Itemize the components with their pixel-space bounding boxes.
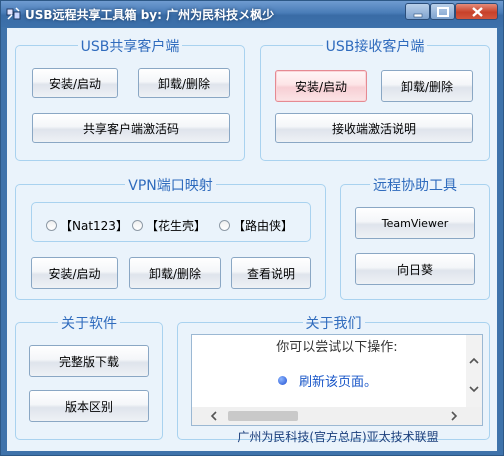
radio-icon (219, 220, 230, 231)
chevron-up-icon[interactable] (466, 353, 482, 369)
vpn-options-box (31, 202, 311, 242)
remote-group: 远程协助工具 TeamViewer 向日葵 (340, 178, 490, 300)
refresh-link-label: 刷新该页面。 (299, 375, 378, 390)
usb-share-title: USB共享客户端 (77, 39, 183, 55)
app-icon (6, 7, 21, 20)
horizontal-scrollbar[interactable] (192, 407, 466, 425)
about-group: 关于我们 (177, 316, 490, 440)
close-icon (472, 7, 483, 17)
vpn-help-button[interactable]: 查看说明 (231, 257, 311, 289)
window-title: USB远程共享工具箱 by: 广州为民科技メ枫少 (25, 8, 275, 22)
usb-share-group: USB共享客户端 安装/启动 卸载/删除 共享客户端激活码 (15, 39, 245, 161)
bullet-icon (278, 376, 287, 385)
client-area: USB共享客户端 安装/启动 卸载/删除 共享客户端激活码 USB接收客户端 安… (7, 28, 497, 451)
usb-receive-group: USB接收客户端 安装/启动 卸载/删除 接收端激活说明 (260, 39, 490, 161)
maximize-button[interactable] (430, 3, 455, 20)
vpn-group: VPN端口映射 【Nat123】 【花生壳】 【路由侠】 安装/启动 卸载/删除… (15, 178, 326, 300)
chevron-right-icon[interactable] (446, 407, 462, 425)
about-web-view[interactable]: 你可以尝试以下操作: 刷新该页面。 (191, 334, 483, 426)
footer-text: 广州为民科技(官方总店)亚太技术联盟 (237, 430, 439, 444)
sunflower-button[interactable]: 向日葵 (355, 253, 475, 285)
about-footer: 广州为民科技(官方总店)亚太技术联盟 (7, 428, 497, 445)
about-title: 关于我们 (302, 316, 365, 332)
close-button[interactable] (455, 3, 498, 20)
minimize-icon (413, 13, 423, 18)
vertical-scrollbar[interactable] (466, 335, 482, 407)
browser-hint-text: 你可以尝试以下操作: (276, 340, 398, 355)
vpn-option-label: 【路由侠】 (233, 219, 294, 233)
software-group: 关于软件 完整版下载 版本区别 (15, 316, 163, 440)
refresh-link[interactable]: 刷新该页面。 (278, 371, 377, 390)
usb-receive-install-button[interactable]: 安装/启动 (275, 70, 367, 102)
full-download-button[interactable]: 完整版下载 (29, 345, 149, 377)
title-bar[interactable]: USB远程共享工具箱 by: 广州为民科技メ枫少 (1, 1, 503, 27)
minimize-button[interactable] (405, 3, 430, 20)
usb-receive-title: USB接收客户端 (322, 39, 428, 55)
maximize-icon (437, 7, 449, 17)
vpn-option-luyouxia[interactable]: 【路由侠】 (219, 217, 293, 234)
radio-icon (46, 220, 57, 231)
software-title: 关于软件 (58, 316, 120, 332)
version-diff-button[interactable]: 版本区别 (29, 390, 149, 422)
vpn-title: VPN端口映射 (125, 178, 216, 194)
usb-receive-uninstall-button[interactable]: 卸载/删除 (381, 70, 473, 102)
usb-receive-activation-help-button[interactable]: 接收端激活说明 (275, 113, 473, 143)
usb-share-activation-button[interactable]: 共享客户端激活码 (32, 113, 230, 143)
vpn-option-oray[interactable]: 【花生壳】 (132, 217, 206, 234)
horizontal-scroll-thumb[interactable] (228, 411, 298, 421)
chevron-left-icon[interactable] (206, 407, 222, 425)
radio-icon (132, 220, 143, 231)
vpn-option-label: 【Nat123】 (60, 219, 128, 233)
usb-share-install-button[interactable]: 安装/启动 (32, 68, 118, 98)
chevron-down-icon[interactable] (466, 381, 482, 397)
remote-title: 远程协助工具 (370, 178, 460, 194)
usb-share-uninstall-button[interactable]: 卸载/删除 (138, 68, 230, 98)
vpn-option-nat123[interactable]: 【Nat123】 (46, 217, 128, 234)
vpn-option-label: 【花生壳】 (146, 219, 207, 233)
vpn-install-button[interactable]: 安装/启动 (31, 257, 118, 289)
vpn-uninstall-button[interactable]: 卸载/删除 (129, 257, 221, 289)
teamviewer-button[interactable]: TeamViewer (355, 207, 475, 239)
scrollbar-corner (464, 407, 482, 425)
